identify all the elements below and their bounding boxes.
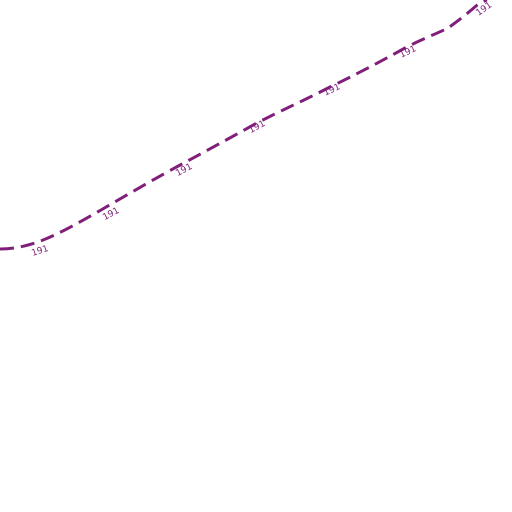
boundary-label: 191 xyxy=(474,0,494,18)
boundary-label: 191 xyxy=(322,82,342,98)
boundary-label: 191 xyxy=(30,244,49,259)
boundary-line xyxy=(0,0,488,251)
boundary-label: 191 xyxy=(398,44,418,60)
boundary-label: 191 xyxy=(247,119,267,136)
boundary-label: 191 xyxy=(174,162,194,179)
